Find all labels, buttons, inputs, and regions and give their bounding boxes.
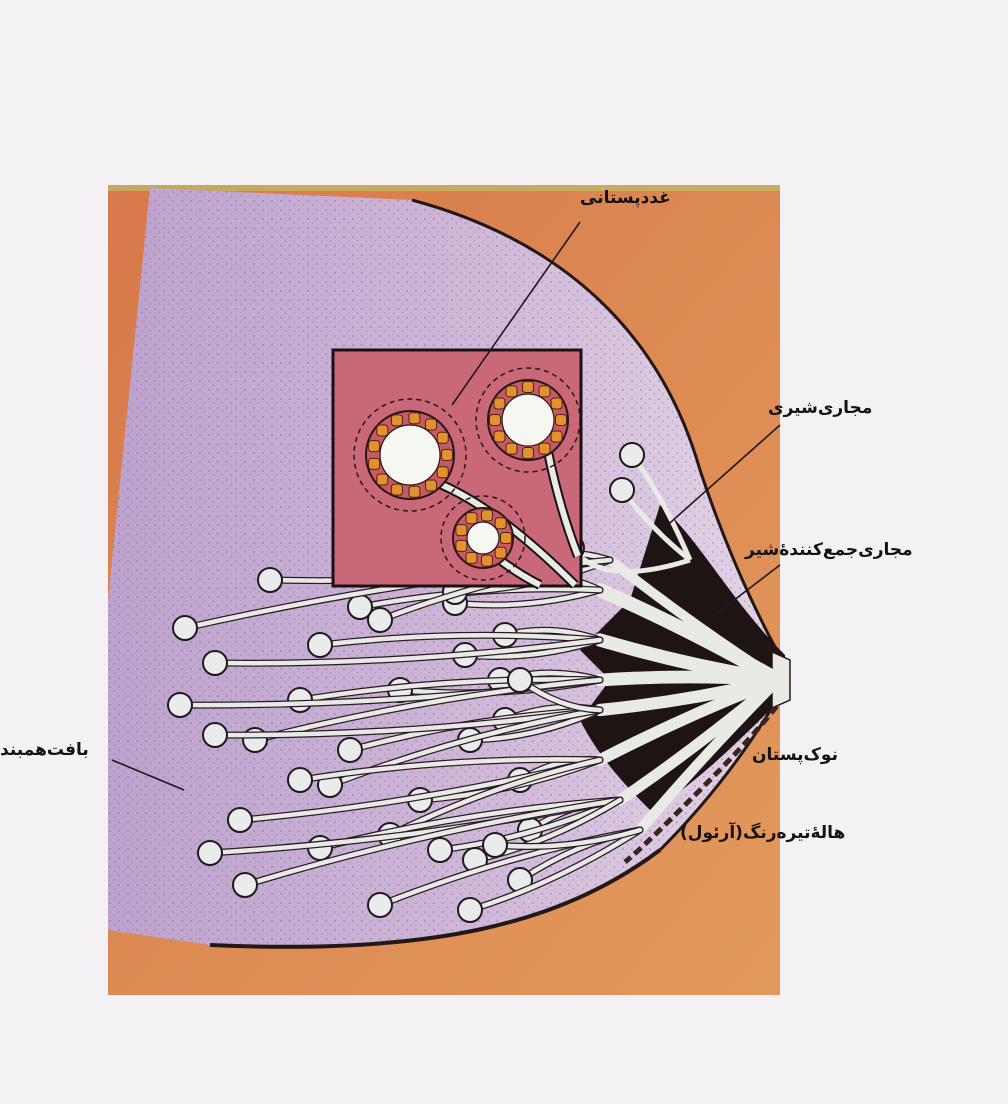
lobule — [258, 568, 282, 592]
lobule — [198, 841, 222, 865]
lobule — [620, 443, 644, 467]
lobule — [458, 898, 482, 922]
label-nipple: نوک‌پستان — [752, 745, 838, 765]
lobule — [288, 768, 312, 792]
lobule — [508, 668, 532, 692]
label-glands: غددپستانی — [580, 188, 671, 208]
lobule — [428, 838, 452, 862]
lobule — [203, 651, 227, 675]
lobule — [228, 808, 252, 832]
lobule — [168, 693, 192, 717]
lobule — [308, 633, 332, 657]
lobule — [233, 873, 257, 897]
lobule — [203, 723, 227, 747]
lobule — [338, 738, 362, 762]
lobule — [610, 478, 634, 502]
label-collecting-ducts: مجاری‌جمع‌کنندهٔ‌شیر — [745, 540, 913, 560]
label-connective-tissue: بافت‌همبند — [0, 740, 89, 760]
lobule — [173, 616, 197, 640]
label-milk-ducts: مجاری‌شیری — [768, 398, 872, 418]
label-areola: هالهٔ‌تیره‌رنگ(آرئول) — [680, 823, 845, 843]
lobule — [368, 608, 392, 632]
lobule — [483, 833, 507, 857]
inset-gland-box — [333, 350, 581, 586]
lobule — [368, 893, 392, 917]
